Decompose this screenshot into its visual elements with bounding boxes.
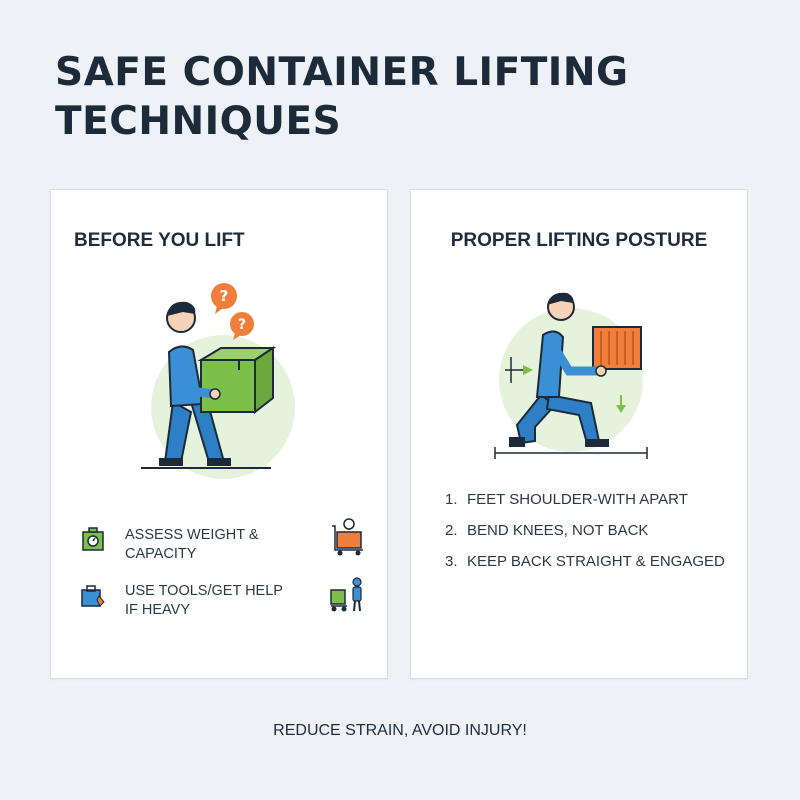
list-item: 3.KEEP BACK STRAIGHT & ENGAGED <box>445 553 725 570</box>
svg-text:?: ? <box>220 287 229 305</box>
question-bubble-icon: ? <box>230 312 254 340</box>
footer-tagline: REDUCE STRAIN, AVOID INJURY! <box>273 722 527 739</box>
page-title: SAFE CONTAINER LIFTING TECHNIQUES <box>55 48 628 146</box>
svg-text:?: ? <box>238 317 246 333</box>
list-item: 1.FEET SHOULDER-WITH APART <box>445 491 688 508</box>
trolley-helper-icon <box>330 577 362 612</box>
posture-card-title: PROPER LIFTING POSTURE <box>450 230 708 251</box>
scale-icon <box>82 527 104 551</box>
posture-steps-list: 1.FEET SHOULDER-WITH APART 2.BEND KNEES,… <box>445 490 725 583</box>
use-tools-text: USE TOOLS/GET HELP IF HEAVY <box>125 583 283 618</box>
list-item: ASSESS WEIGHT & CAPACITY <box>79 518 369 566</box>
person-carrying-box-illustration: ? ? <box>141 283 295 479</box>
title-line-2: TECHNIQUES <box>55 99 342 144</box>
proper-posture-card: PROPER LIFTING POSTURE 1. <box>410 189 748 679</box>
list-item: USE TOOLS/GET HELP IF HEAVY <box>79 577 369 622</box>
before-card-title: BEFORE YOU LIFT <box>74 230 245 251</box>
title-line-1: SAFE CONTAINER LIFTING <box>55 50 629 95</box>
kneeling-lift-illustration <box>494 292 648 459</box>
before-you-lift-card: BEFORE YOU LIFT ? ? <box>50 189 388 679</box>
cart-scale-icon <box>332 518 363 556</box>
question-bubble-icon: ? <box>211 283 237 314</box>
toolbox-icon <box>81 585 105 607</box>
list-item: 2.BEND KNEES, NOT BACK <box>445 522 649 539</box>
assess-weight-text: ASSESS WEIGHT & CAPACITY <box>125 527 259 562</box>
